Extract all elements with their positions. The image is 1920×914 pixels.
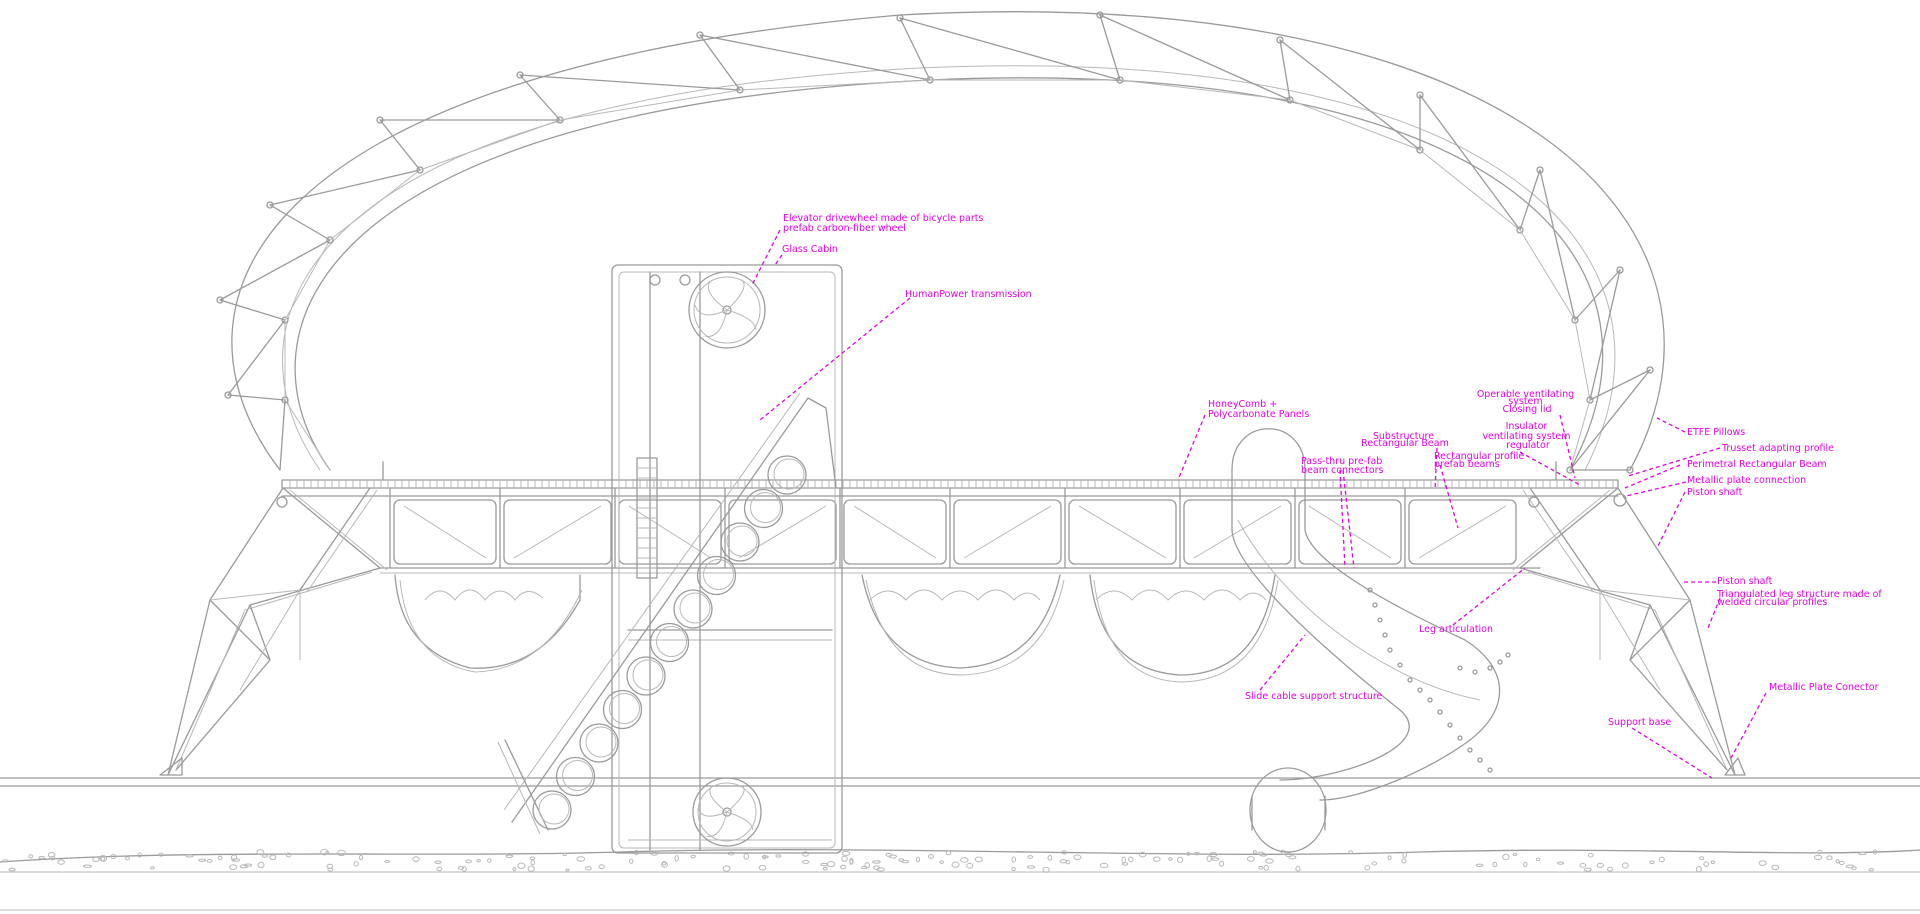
label-trusset-profile: Trusset adapting profile [1721,443,1834,454]
humanpower-chain [497,392,837,835]
label-glass-cabin: Glass Cabin [782,244,838,255]
slide-cable-dots [1367,587,1511,773]
label-etfe-pillows: ETFE Pillows [1687,427,1745,438]
ladder-rungs [637,467,657,569]
label-pass-thru-connectors: Pass-thru pre-fab beam connectors [1301,456,1385,476]
label-elevator-drivewheel: Elevator drivewheel made of bicycle part… [783,213,986,234]
label-piston-shaft-upper: Piston shaft [1687,487,1743,498]
deck-panel-ticks [289,480,1614,488]
annotation-labels: Elevator drivewheel made of bicycle part… [782,213,1885,728]
label-leg-articulation: Leg articulation [1419,624,1493,635]
spiral-slide-loops [532,455,807,830]
label-slide-cable-support: Slide cable support structure [1245,691,1383,702]
left-leg-structure [159,487,388,776]
dome-truss [216,11,1654,474]
ground-pebbles [2,848,1878,873]
label-substructure-beam: Substructure Rectangular Beam [1361,431,1449,449]
hammock-nets [394,574,1279,683]
annotation-leaders [751,229,1767,779]
label-humanpower-transmission: HumanPower transmission [905,289,1032,300]
label-support-base: Support base [1608,717,1671,728]
water-slide [1231,428,1501,853]
elevator-drivewheel-top [649,271,766,349]
label-rectangular-profile: Rectangular profile prefab beams [1434,451,1527,470]
label-piston-shaft-lower: Piston shaft [1717,576,1773,587]
label-operable-ventilating: Operable ventilating system Closing lid [1477,389,1577,415]
ground-lines [0,777,1920,911]
label-perimetral-beam: Perimetral Rectangular Beam [1687,459,1827,470]
label-metallic-plate-connection: Metallic plate connection [1687,475,1806,486]
label-metallic-plate-conector: Metallic Plate Conector [1769,682,1879,693]
right-leg-structure [1512,487,1746,776]
deck-truss-panels [389,487,1517,569]
elevator-tower [611,264,843,854]
label-triangulated-leg: Triangulated leg structure made of welde… [1716,589,1885,608]
vent-posts [276,461,1627,508]
label-honeycomb-panels: HoneyComb + Polycarbonate Panels [1208,399,1309,420]
label-insulator-ventilating: Insulator ventilating system regulator [1482,421,1573,451]
elevator-drivewheel-bottom [692,777,762,847]
